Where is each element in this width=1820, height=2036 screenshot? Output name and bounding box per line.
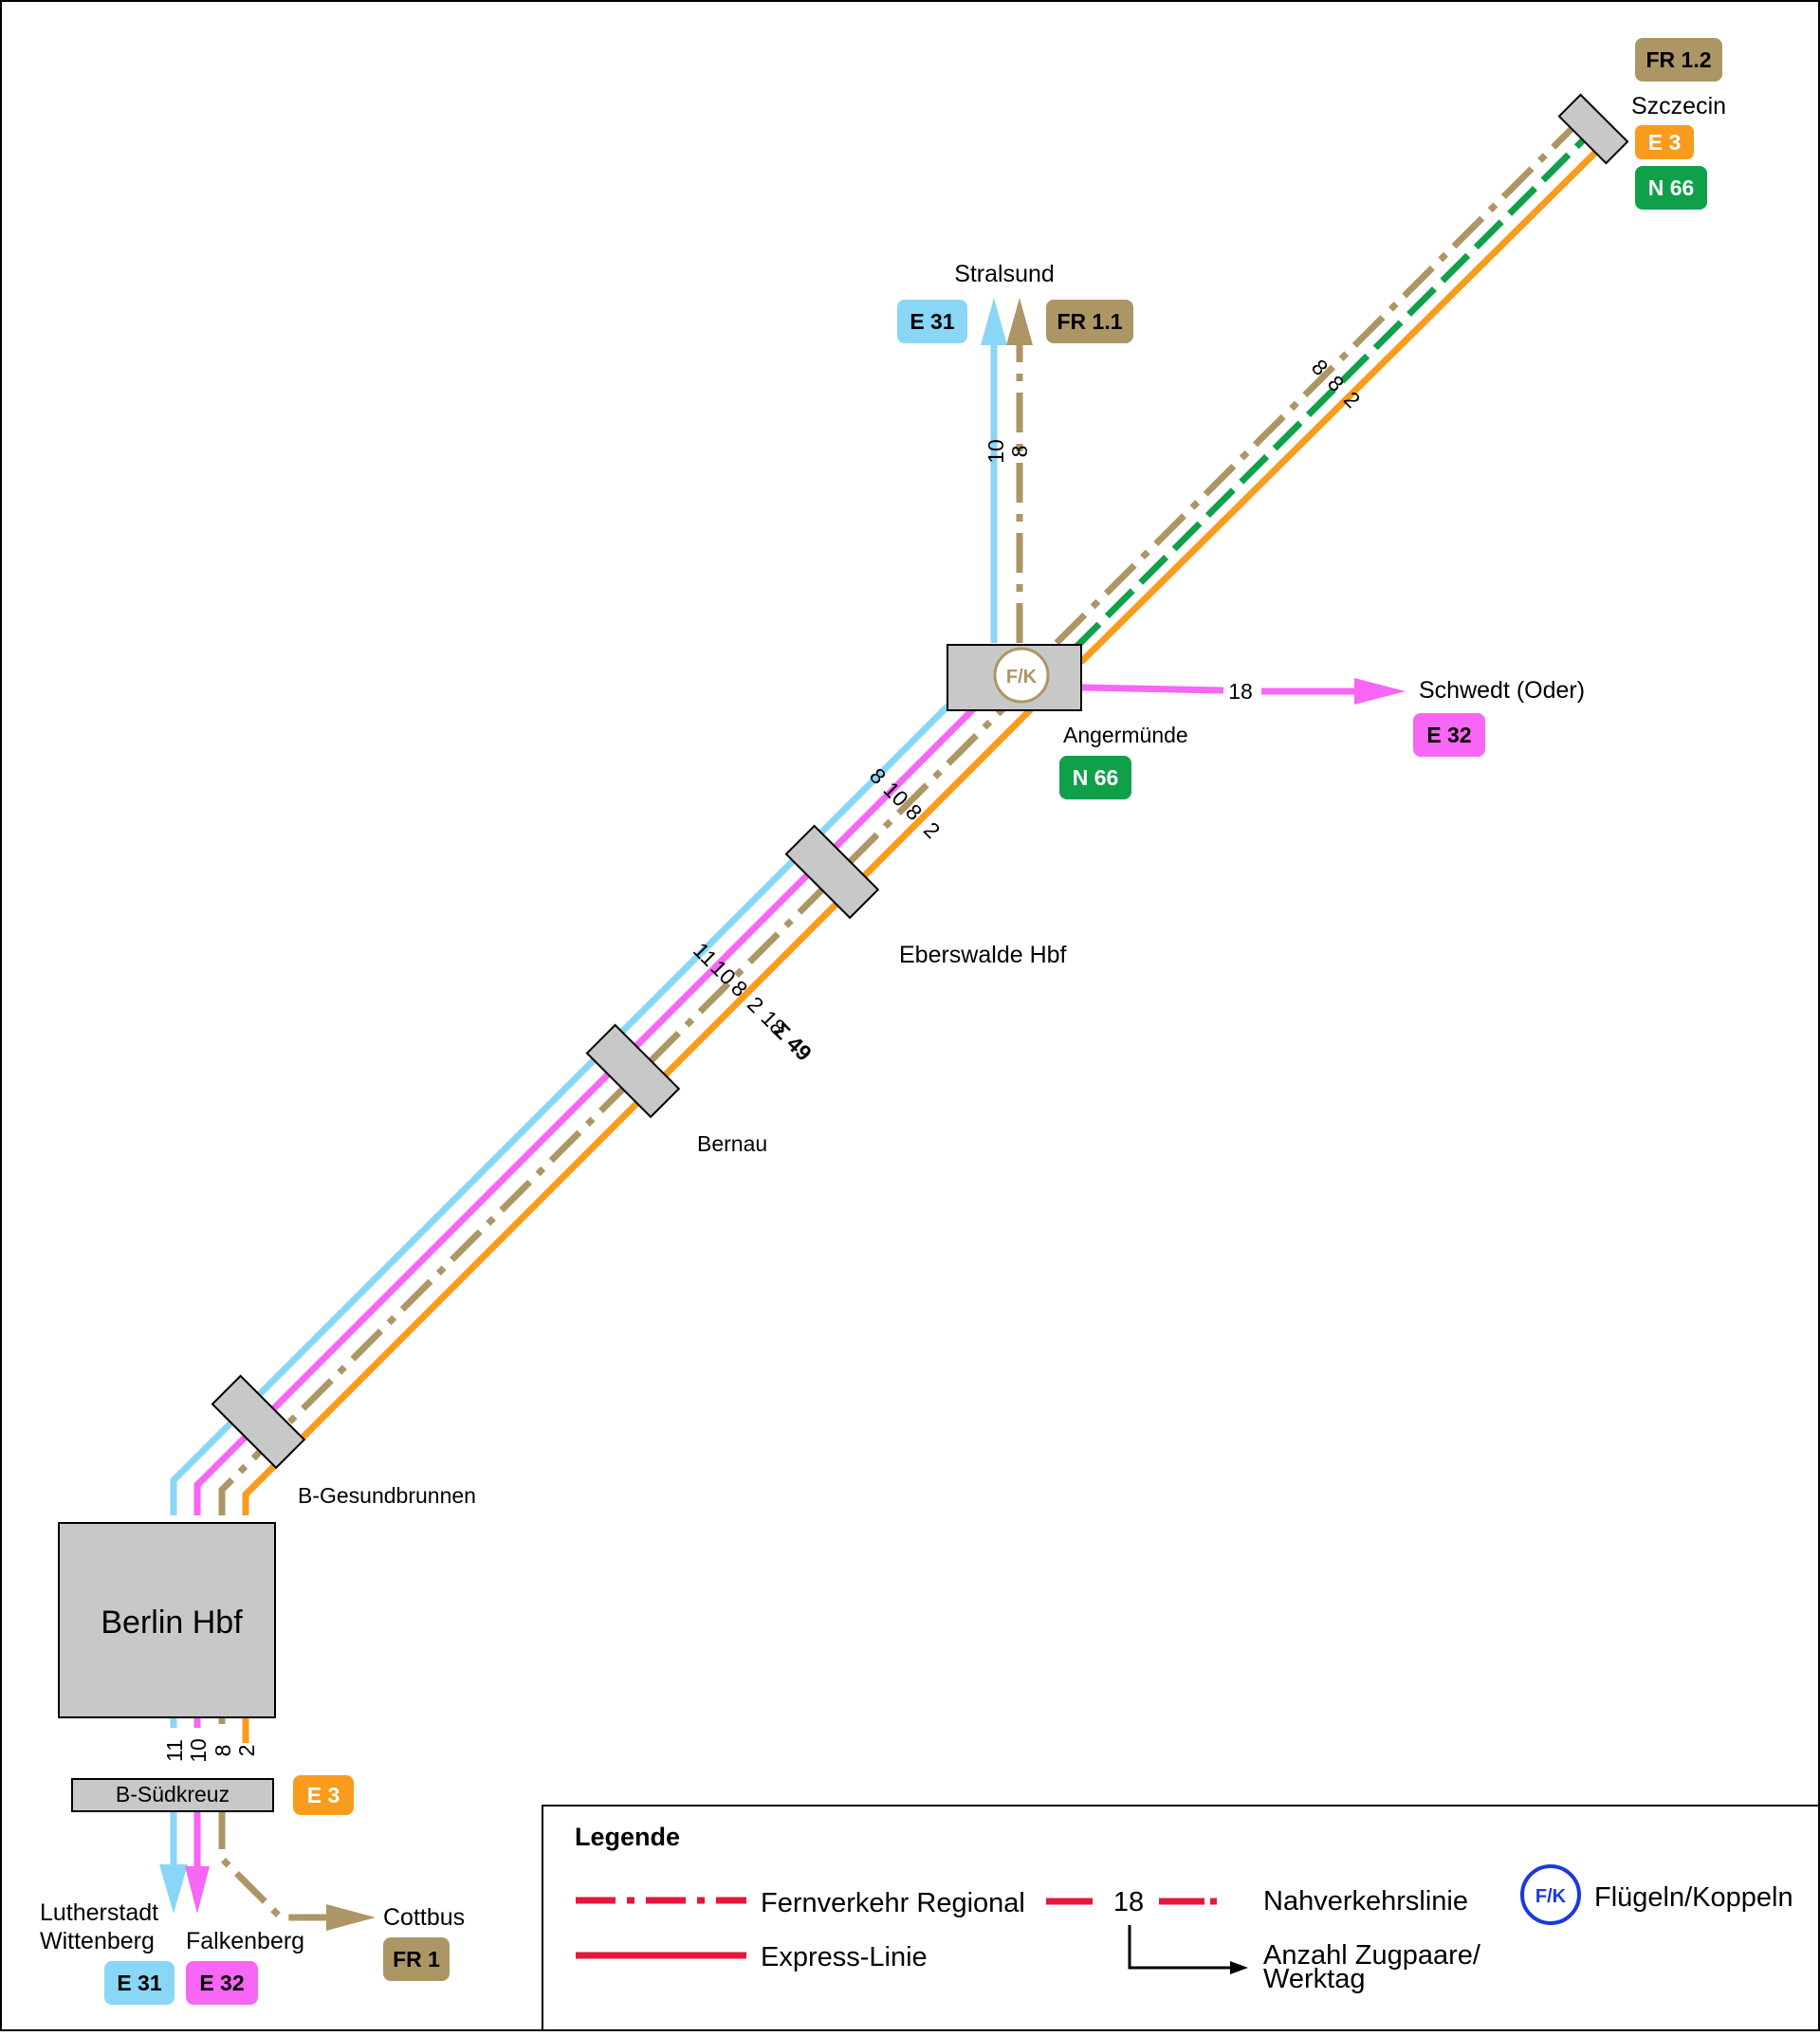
badge-fr12[interactable]: FR 1.2	[1645, 47, 1711, 72]
dest-falkenberg: Falkenberg	[186, 1928, 304, 1954]
station-gesundbrunnen-label: B-Gesundbrunnen	[298, 1483, 476, 1508]
count-schwedt: 18	[1228, 679, 1253, 704]
branch-szczecin	[1054, 118, 1607, 665]
legend-express-text: Express-Linie	[761, 1942, 928, 1972]
line-fr12-szczecin	[1054, 118, 1583, 646]
line-e3-corridor	[242, 702, 1039, 1515]
legend: Legende Fernverkehr Regional Express-Lin…	[542, 1805, 1820, 2031]
station-berlin-hbf[interactable]	[58, 1522, 276, 1718]
badge-fr11-bg	[1046, 300, 1133, 343]
stations: Berlin Hbf B-Südkreuz B-Gesundbrunnen Be…	[58, 93, 1629, 1812]
count-south-e32: 10	[186, 1738, 211, 1763]
legend-anzahl-text-1: Anzahl Zugpaare/	[1263, 1940, 1481, 1971]
dest-wittenberg: Wittenberg	[40, 1928, 155, 1954]
dest-szczecin: Szczecin	[1631, 93, 1726, 119]
count-stralsund-fr11: 8	[1007, 446, 1032, 458]
arrow-e32-south	[185, 1866, 210, 1914]
branch-stralsund	[981, 298, 1033, 643]
badge-e31-bottom[interactable]: E 31	[117, 1971, 162, 1995]
fk-marker-circle	[993, 647, 1050, 704]
badge-e31-stralsund-bg	[897, 300, 967, 343]
badge-e3-suedkreuz[interactable]: E 3	[307, 1783, 340, 1807]
badge-e32-bottom[interactable]: E 32	[199, 1971, 244, 1995]
legend-anzahl-text-2: Werktag	[1263, 1964, 1365, 1994]
corridor-berlin-angermuende	[170, 702, 1039, 1515]
station-gesundbrunnen[interactable]	[211, 1374, 306, 1470]
count-south-e31: 11	[162, 1739, 187, 1762]
station-bernau-label: Bernau	[697, 1131, 767, 1156]
legend-fk-icon-text: F/K	[1535, 1886, 1567, 1907]
dest-cottbus: Cottbus	[383, 1904, 465, 1931]
station-szczecin[interactable]	[1557, 93, 1629, 165]
station-bernau[interactable]	[585, 1023, 681, 1119]
badge-fr1-bg	[383, 1937, 450, 1981]
dest-lutherstadt: Lutherstadt	[40, 1899, 158, 1926]
count-stralsund-e31: 10	[984, 439, 1008, 464]
line-e31-corridor	[170, 702, 952, 1515]
station-berlin-hbf-label: Berlin Hbf	[101, 1605, 243, 1641]
station-eberswalde[interactable]	[784, 824, 880, 920]
badge-n66-szczecin-bg	[1635, 166, 1707, 210]
branch-south	[159, 1716, 376, 1931]
badge-e32-schwedt-bg	[1413, 713, 1485, 757]
line-n66-szczecin	[1071, 129, 1594, 652]
count-south-e3: 2	[234, 1745, 259, 1757]
badge-n66-angermuende-bg	[1059, 756, 1131, 799]
legend-fernverkehr-text: Fernverkehr Regional	[761, 1888, 1025, 1918]
badge-e32-bottom-bg	[186, 1961, 258, 2005]
legend-nahverkehr-count: 18	[1113, 1887, 1144, 1917]
line-fr1-south-b	[218, 1809, 332, 1921]
badge-e31-bottom-bg	[104, 1961, 175, 2005]
badge-e32-schwedt[interactable]: E 32	[1426, 723, 1471, 747]
dest-schwedt: Schwedt (Oder)	[1419, 677, 1585, 704]
arrow-fr11-stralsund	[1006, 298, 1033, 345]
branch-schwedt: 18	[1080, 678, 1406, 705]
arrow-e31-stralsund	[981, 298, 1007, 345]
count-south-fr: 8	[211, 1745, 235, 1757]
badge-e3-szczecin-bg	[1635, 125, 1694, 159]
badge-e31-stralsund[interactable]: E 31	[910, 309, 955, 334]
legend-box	[542, 1805, 1820, 2031]
arrow-e32-schwedt	[1354, 678, 1406, 705]
line-fr-corridor	[218, 702, 1010, 1515]
legend-nahverkehr-text: Nahverkehrslinie	[1263, 1886, 1468, 1917]
badge-n66-angermuende[interactable]: N 66	[1073, 765, 1119, 790]
line-e32-corridor	[193, 702, 981, 1515]
badge-fr1[interactable]: FR 1	[393, 1947, 440, 1972]
badge-e3-szczecin[interactable]: E 3	[1648, 130, 1682, 155]
badges: FR 1.2 E 3 N 66 E 31 FR 1.1 E 32 N 66 E …	[104, 38, 1722, 2005]
station-angermuende-label: Angermünde	[1063, 723, 1188, 747]
arrow-fr1-cottbus	[326, 1904, 376, 1931]
line-e3-szczecin	[1078, 141, 1607, 665]
badge-n66-szczecin[interactable]: N 66	[1648, 175, 1695, 200]
station-suedkreuz[interactable]	[71, 1778, 274, 1812]
legend-anzahl-arrow	[1230, 1961, 1248, 1974]
station-eberswalde-label: Eberswalde Hbf	[899, 942, 1067, 968]
station-suedkreuz-label: B-Südkreuz	[116, 1782, 230, 1807]
badge-fr12-bg	[1635, 38, 1722, 82]
legend-anzahl-pointer	[1128, 1925, 1233, 1970]
badge-fr11[interactable]: FR 1.1	[1057, 309, 1122, 334]
line-e32-schwedt-a	[1080, 684, 1224, 694]
legend-fk-text: Flügeln/Koppeln	[1594, 1882, 1793, 1913]
arrow-e31-south	[159, 1864, 188, 1914]
legend-fk-icon	[1520, 1864, 1581, 1925]
dest-stralsund: Stralsund	[954, 261, 1055, 287]
fk-marker-text: F/K	[1006, 667, 1038, 688]
badge-e3-suedkreuz-bg	[293, 1775, 354, 1815]
legend-title: Legende	[575, 1823, 680, 1851]
